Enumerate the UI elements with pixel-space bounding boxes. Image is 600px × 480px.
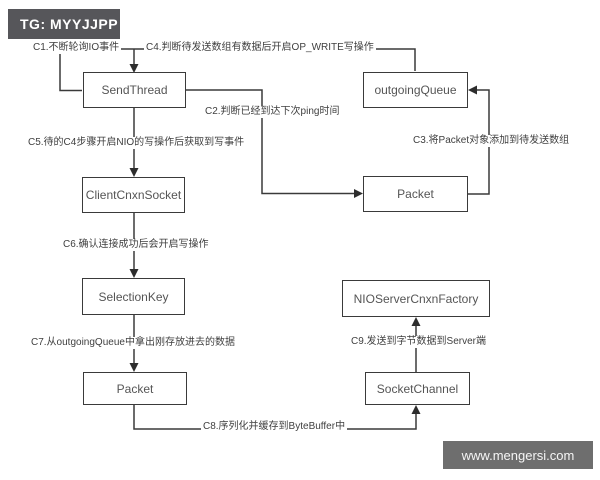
edge-c1-left-elbow — [59, 53, 82, 92]
title-badge: TG: MYYJJPP — [8, 9, 120, 39]
node-socketchannel: SocketChannel — [365, 372, 470, 405]
node-packet-right: Packet — [363, 176, 468, 212]
edge-socketchannel-to-nioservercnxnfactory — [411, 317, 421, 372]
node-label: SocketChannel — [376, 381, 459, 396]
node-nioservercnxnfactory: NIOServerCnxnFactory — [342, 280, 490, 317]
node-label: NIOServerCnxnFactory — [353, 291, 479, 306]
node-outgoingqueue: outgoingQueue — [363, 72, 468, 108]
website-label: www.mengersi.com — [461, 447, 575, 463]
annotation-c6: C6.确认连接成功后会开启写操作 — [61, 239, 211, 251]
website-badge: www.mengersi.com — [443, 441, 593, 469]
node-sendthread: SendThread — [83, 72, 186, 108]
node-label: Packet — [397, 187, 434, 201]
annotation-c4: C4.判断待发送数组有数据后开启OP_WRITE写操作 — [144, 42, 376, 54]
annotation-c3: C3.将Packet对象添加到待发送数组 — [411, 135, 572, 147]
annotation-c2: C2.判断已经到达下次ping时间 — [203, 106, 342, 118]
node-label: SelectionKey — [98, 289, 169, 304]
annotation-c9: C9.发送到字节数据到Server端 — [349, 336, 489, 348]
edge-sendthread-to-packet-right — [186, 89, 363, 198]
annotation-c5: C5.待的C4步骤开启NIO的写操作后获取到写事件 — [26, 137, 247, 149]
annotation-c1: C1.不断轮询IO事件 — [31, 42, 122, 54]
page-title: TG: MYYJJPP — [20, 16, 119, 32]
node-packet-left: Packet — [83, 372, 187, 405]
annotation-c7: C7.从outgoingQueue中拿出刚存放进去的数据 — [29, 337, 237, 349]
node-label: SendThread — [101, 83, 168, 97]
node-clientcnxnsocket: ClientCnxnSocket — [82, 177, 185, 213]
node-label: outgoingQueue — [374, 83, 457, 97]
node-selectionkey: SelectionKey — [82, 278, 185, 315]
node-label: ClientCnxnSocket — [85, 188, 182, 202]
node-label: Packet — [116, 381, 154, 396]
annotation-c8: C8.序列化并缓存到ByteBuffer中 — [201, 421, 348, 433]
